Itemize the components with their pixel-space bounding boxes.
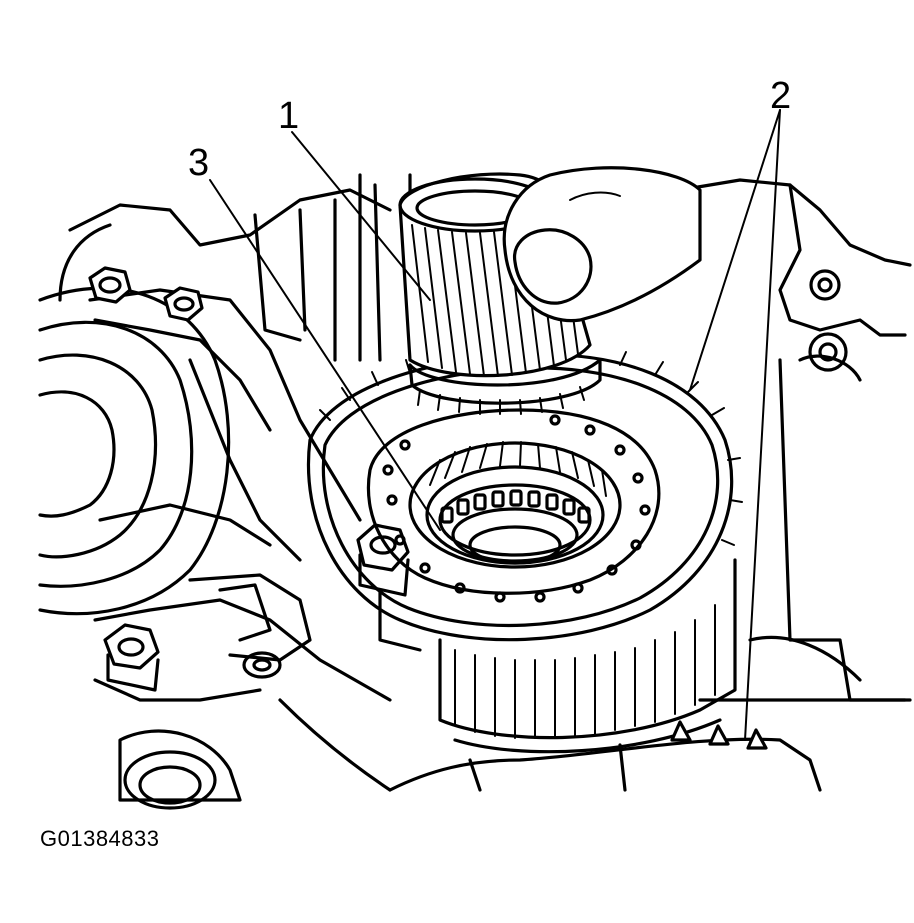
bolt-lower-left (103, 623, 160, 692)
mounting-bracket (88, 288, 392, 810)
transmission-case (58, 173, 912, 702)
finger (502, 166, 702, 323)
bolt-center (356, 523, 422, 652)
converter-housing (38, 286, 231, 616)
leader-lines (209, 109, 781, 741)
thrust-bearing (408, 441, 622, 569)
bolt-upper-left (88, 266, 204, 322)
figure-id-label: G01384833 (40, 826, 160, 851)
drum-holes (382, 414, 651, 603)
callout-1: 1 (278, 95, 299, 137)
lower-case-ring (278, 698, 822, 792)
callout-2: 2 (770, 75, 791, 117)
drum-splines (454, 604, 716, 739)
leader-line-2b (744, 109, 781, 741)
callout-3: 3 (188, 142, 209, 184)
leader-line-2a (689, 109, 781, 391)
leader-line-1 (291, 131, 431, 301)
bearing-rollers (440, 489, 591, 524)
leader-line-3 (209, 179, 441, 531)
